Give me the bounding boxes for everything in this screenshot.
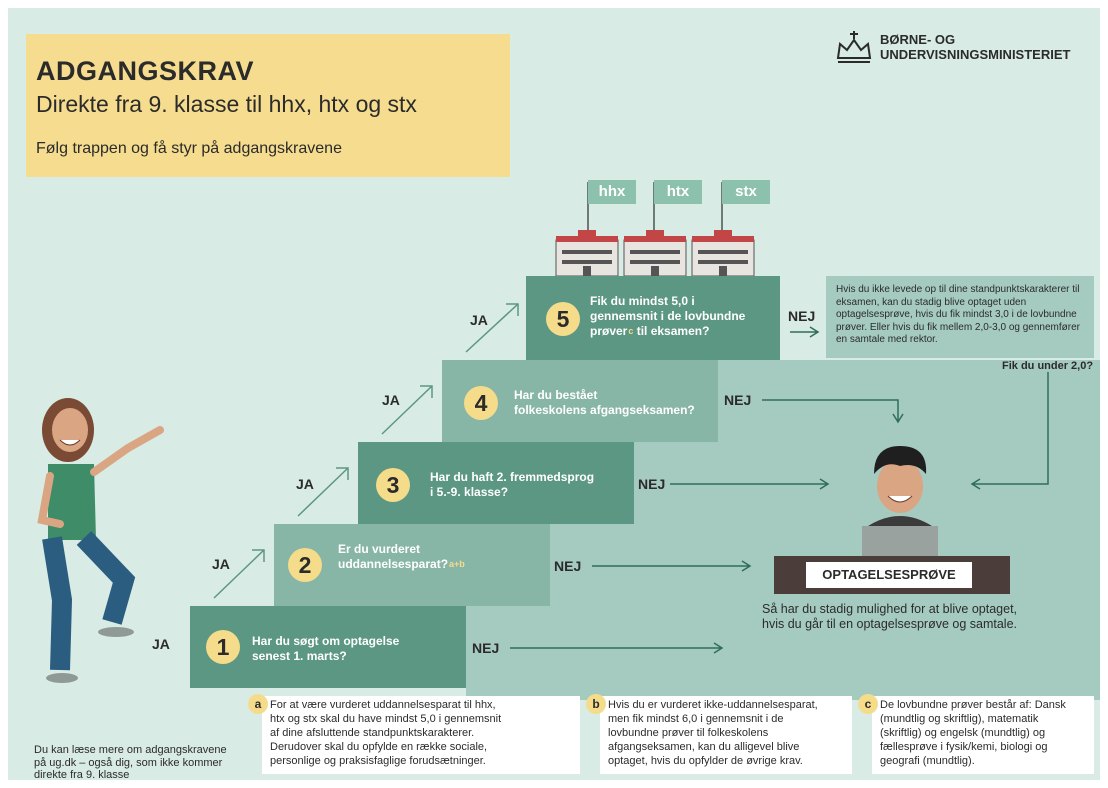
note-text: De lovbundne prøver består af: Dansk (mu… bbox=[880, 698, 1066, 768]
school-building-icon bbox=[555, 230, 619, 277]
step-4: 4 Har du bestået folkeskolens afgangseks… bbox=[442, 360, 718, 442]
step-question: Har du søgt om optagelse senest 1. marts… bbox=[252, 634, 399, 664]
footnote-ref: c bbox=[628, 326, 634, 336]
note-line: lovbundne prøver til folkeskolens bbox=[608, 727, 769, 739]
footer-line: Du kan læse mere om adgangskravene bbox=[34, 744, 227, 756]
note-line: geografi (mundtlig). bbox=[880, 755, 975, 767]
optagelsesprove-line: hvis du går til en optagelsesprøve og sa… bbox=[762, 617, 1017, 631]
step-question-line: prøver bbox=[590, 324, 628, 338]
footer-text: Du kan læse mere om adgangskravene på ug… bbox=[34, 744, 254, 782]
flag-htx: htx bbox=[654, 180, 702, 204]
step-question-line: folkeskolens afgangseksamen? bbox=[514, 403, 695, 417]
note-line: (mundtlig og skriftlig), matematik bbox=[880, 713, 1039, 725]
nej-label: NEJ bbox=[554, 558, 582, 574]
step-question-line: Har du haft 2. fremmedsprog bbox=[430, 470, 595, 484]
title-box bbox=[26, 34, 510, 177]
note-line: fællesprøve i fysik/kemi, biologi og bbox=[880, 741, 1048, 753]
note-line: Hvis du er vurderet ikke-uddannelsespara… bbox=[608, 699, 818, 711]
note-line: Derudover skal du opfylde en række socia… bbox=[270, 741, 488, 753]
step-question-line: Fik du mindst 5,0 i bbox=[590, 294, 695, 308]
under-question: Fik du under 2,0? bbox=[1002, 360, 1094, 372]
step-question-line: Har du bestået bbox=[514, 388, 598, 402]
note-line: afgangseksamen, kan du alligevel blive bbox=[608, 741, 800, 753]
ja-label: JA bbox=[212, 556, 230, 572]
school-building-icon bbox=[691, 230, 755, 277]
step-question: Har du bestået folkeskolens afgangseksam… bbox=[514, 388, 695, 418]
step-question: Fik du mindst 5,0 i gennemsnit i de lovb… bbox=[590, 294, 745, 339]
footnote-ref: a+b bbox=[449, 559, 465, 569]
logo-line-1: BØRNE- OG bbox=[880, 32, 956, 47]
person-icon bbox=[37, 398, 164, 683]
ja-label: JA bbox=[152, 636, 170, 652]
step-question-line: i 5.-9. klasse? bbox=[430, 485, 509, 499]
note-line: (skriftlig) og engelsk (mundtlig) og bbox=[880, 727, 1046, 739]
step-question: Er du vurderet uddannelsesparat?a+b bbox=[338, 542, 465, 572]
note-text: Hvis du er vurderet ikke-uddannelsespara… bbox=[608, 698, 818, 768]
note-line: af dine afsluttende standpunktskaraktere… bbox=[270, 727, 475, 739]
note-line: personlige og praksisfaglige forudsætnin… bbox=[270, 755, 486, 767]
optagelsesprove-text: Så har du stadig mulighed for at blive o… bbox=[762, 602, 1062, 632]
note-badge-b: b bbox=[586, 694, 606, 714]
ministry-logo-text: BØRNE- OG UNDERVISNINGSMINISTERIET bbox=[880, 32, 1104, 62]
step-3: 3 Har du haft 2. fremmedsprog i 5.-9. kl… bbox=[358, 442, 634, 524]
note-c: De lovbundne prøver består af: Dansk (mu… bbox=[872, 696, 1094, 774]
note-text: For at være vurderet uddannelsesparat ti… bbox=[270, 698, 501, 768]
note-badge-a: a bbox=[248, 694, 268, 714]
page-subtitle: Direkte fra 9. klasse til hhx, htx og st… bbox=[36, 91, 417, 117]
step-question-line: gennemsnit i de lovbundne bbox=[590, 309, 746, 323]
nej-arrows bbox=[510, 326, 1049, 654]
note-line: De lovbundne prøver består af: Dansk bbox=[880, 699, 1066, 711]
note-badge-c: c bbox=[858, 694, 878, 714]
crown-icon bbox=[836, 31, 872, 63]
nej-label: NEJ bbox=[724, 392, 752, 408]
note-b: Hvis du er vurderet ikke-uddannelsespara… bbox=[600, 696, 852, 774]
ja-arrows bbox=[213, 303, 519, 599]
ja-label: JA bbox=[382, 392, 400, 408]
step-5: 5 Fik du mindst 5,0 i gennemsnit i de lo… bbox=[526, 276, 780, 360]
step-question-line: Er du vurderet bbox=[338, 542, 421, 556]
step-question-line: senest 1. marts? bbox=[252, 649, 347, 663]
step-number: 4 bbox=[464, 386, 498, 420]
note-line: htx og stx skal du have mindst 5,0 i gen… bbox=[270, 713, 502, 725]
person-icon bbox=[862, 446, 938, 558]
flag-stx: stx bbox=[722, 180, 770, 204]
nej-label: NEJ bbox=[638, 476, 666, 492]
step-1: 1 Har du søgt om optagelse senest 1. mar… bbox=[190, 606, 466, 688]
flag-hhx: hhx bbox=[588, 180, 636, 204]
page-title: ADGANGSKRAV bbox=[36, 56, 255, 86]
step-number: 3 bbox=[376, 468, 410, 502]
step-question: Har du haft 2. fremmedsprog i 5.-9. klas… bbox=[430, 470, 594, 500]
footer-line: på ug.dk – også dig, som ikke kommer bbox=[34, 756, 223, 769]
footer-line: direkte fra 9. klasse bbox=[34, 769, 130, 781]
note-line: optaget, hvis du opfylder de øvrige krav… bbox=[608, 755, 803, 767]
nej-label: NEJ bbox=[472, 640, 500, 656]
step-number: 2 bbox=[288, 548, 322, 582]
nej-label: NEJ bbox=[788, 308, 816, 324]
step-number: 5 bbox=[546, 302, 580, 336]
note-line: men fik mindst 6,0 i gennemsnit i de bbox=[608, 713, 784, 725]
alternative-admission-box: Hvis du ikke levede op til dine standpun… bbox=[826, 276, 1094, 358]
page-tagline: Følg trappen og få styr på adgangskraven… bbox=[36, 140, 342, 157]
school-building-icon bbox=[623, 230, 687, 277]
optagelsesprove-line: Så har du stadig mulighed for at blive o… bbox=[762, 602, 1018, 616]
optagelsesprove-label: OPTAGELSESPRØVE bbox=[806, 562, 972, 588]
note-a: For at være vurderet uddannelsesparat ti… bbox=[262, 696, 580, 774]
logo-line-2: UNDERVISNINGSMINISTERIET bbox=[880, 47, 1071, 62]
note-line: For at være vurderet uddannelsesparat ti… bbox=[270, 699, 496, 711]
step-question-line: uddannelsesparat? bbox=[338, 557, 449, 571]
step-question-line: Har du søgt om optagelse bbox=[252, 634, 400, 648]
step-2: 2 Er du vurderet uddannelsesparat?a+b bbox=[274, 524, 550, 606]
step-number: 1 bbox=[206, 630, 240, 664]
ja-label: JA bbox=[296, 476, 314, 492]
ja-label: JA bbox=[470, 312, 488, 328]
step-question-line: til eksamen? bbox=[633, 324, 710, 338]
